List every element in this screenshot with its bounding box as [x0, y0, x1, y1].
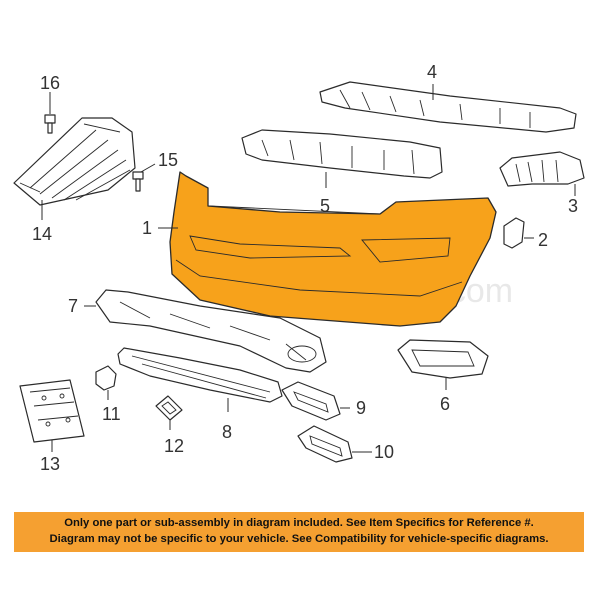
- callout-10: 10: [374, 442, 394, 462]
- callout-13: 13: [40, 454, 60, 474]
- callout-12: 12: [164, 436, 184, 456]
- callout-9: 9: [356, 398, 366, 418]
- callout-11: 11: [102, 404, 121, 424]
- part-2-clip: [503, 217, 534, 249]
- part-10-bezel: [297, 425, 372, 463]
- disclaimer-line-1: Only one part or sub-assembly in diagram…: [64, 517, 534, 529]
- part-12-bezel: [155, 395, 183, 430]
- callout-1: 1: [142, 218, 152, 238]
- callout-8: 8: [222, 422, 232, 442]
- callout-16: 16: [40, 73, 60, 93]
- disclaimer-line-2: Diagram may not be specific to your vehi…: [49, 533, 549, 545]
- part-11-clip: [95, 365, 117, 400]
- callout-3: 3: [568, 196, 578, 216]
- part-7-lower-fascia: [84, 289, 327, 373]
- callout-5: 5: [320, 196, 330, 216]
- part-3-bracket: [499, 151, 585, 196]
- disclaimer-banner: Only one part or sub-assembly in diagram…: [14, 512, 584, 552]
- part-4-reinforcement: [319, 81, 577, 133]
- callout-7: 7: [68, 296, 78, 316]
- disclaimer-banner-bg: [14, 512, 584, 552]
- part-5-absorber: [241, 129, 443, 188]
- part-15-screw: [132, 163, 156, 192]
- part-8-grille: [117, 347, 283, 412]
- callout-6: 6: [440, 394, 450, 414]
- part-9-bezel: [281, 381, 350, 421]
- callout-15: 15: [158, 150, 178, 170]
- part-14-shield: [13, 117, 136, 220]
- callout-14: 14: [32, 224, 52, 244]
- part-16-screw: [44, 92, 56, 134]
- part-13-license-bracket: [19, 379, 85, 452]
- part-6-bezel: [397, 339, 489, 390]
- callout-2: 2: [538, 230, 548, 250]
- callout-4: 4: [427, 62, 437, 82]
- part-1-bumper-cover: [158, 171, 497, 327]
